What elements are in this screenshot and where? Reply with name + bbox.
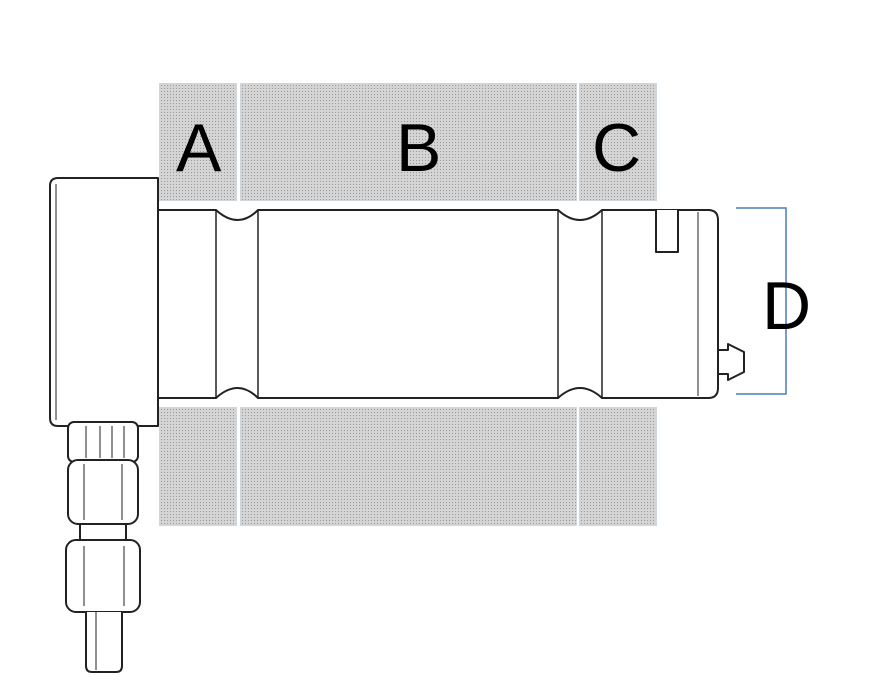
end-slot bbox=[655, 210, 679, 253]
connector-nut-3 bbox=[65, 539, 141, 613]
label-a: A bbox=[176, 110, 222, 186]
zone-b-bottom bbox=[240, 407, 577, 526]
grease-fitting bbox=[717, 343, 745, 381]
zone-c-top bbox=[579, 83, 657, 201]
connector-nut-2 bbox=[67, 459, 139, 525]
zone-a-top bbox=[159, 83, 237, 201]
zone-b-top bbox=[240, 83, 577, 201]
mounting-head bbox=[49, 177, 159, 427]
zone-a-bottom bbox=[159, 407, 237, 526]
cable bbox=[85, 612, 123, 673]
label-c: C bbox=[592, 110, 642, 186]
connector-nut-1 bbox=[67, 421, 139, 463]
dimension-bracket-d bbox=[736, 207, 787, 395]
label-b: B bbox=[396, 110, 442, 186]
zone-c-bottom bbox=[579, 407, 657, 526]
beam-body bbox=[157, 209, 719, 399]
label-d: D bbox=[762, 268, 812, 344]
